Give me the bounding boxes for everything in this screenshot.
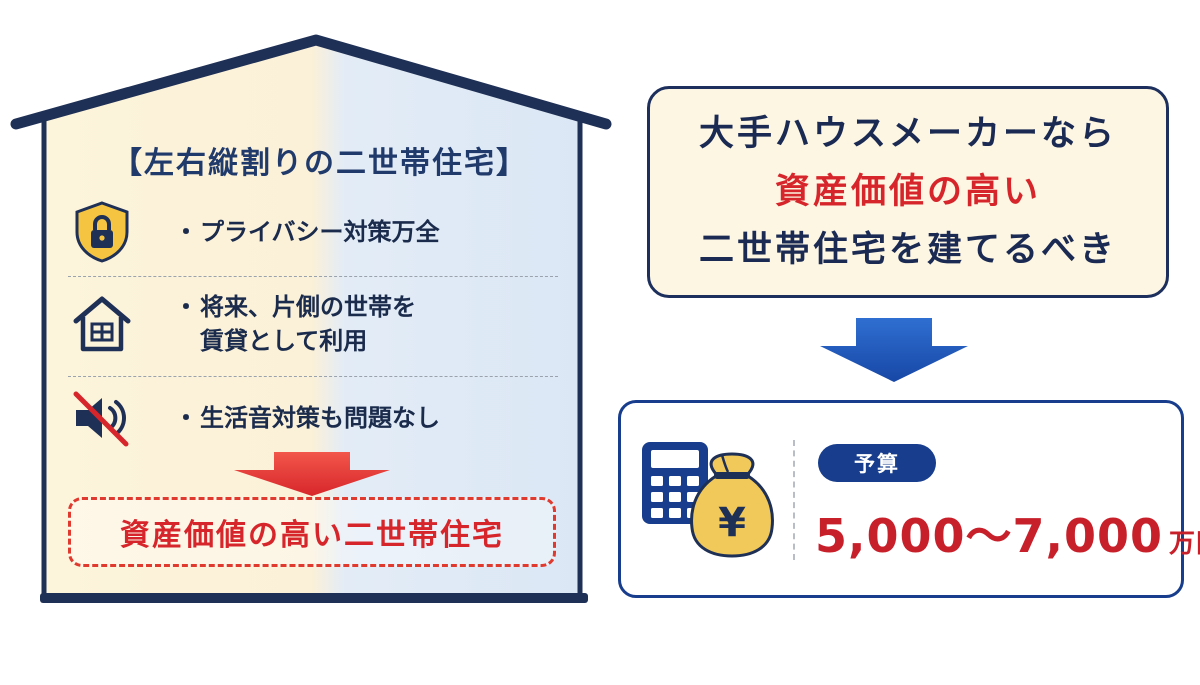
bullet: ・ bbox=[174, 293, 198, 321]
house-ground bbox=[40, 593, 588, 603]
money-bag-icon: ¥ bbox=[686, 450, 778, 564]
divider bbox=[68, 376, 558, 377]
blue-down-arrow bbox=[820, 318, 968, 382]
budget-amount: 5,000〜7,000万円 bbox=[815, 500, 1200, 566]
feature-text: 生活音対策も問題なし bbox=[200, 404, 440, 432]
budget-divider bbox=[793, 440, 795, 560]
muted-speaker-icon bbox=[70, 386, 134, 450]
feature-text-line2: 賃貸として利用 bbox=[200, 327, 368, 355]
feature-privacy: ・ プライバシー対策万全 bbox=[70, 200, 560, 264]
budget-unit: 万円 bbox=[1169, 529, 1200, 559]
message-box: 大手ハウスメーカーなら 資産価値の高い 二世帯住宅を建てるべき bbox=[647, 86, 1169, 298]
house-wall bbox=[44, 42, 580, 598]
budget-value: 5,000〜7,000 bbox=[815, 509, 1164, 563]
message-line-3: 二世帯住宅を建てるべき bbox=[698, 230, 1117, 270]
red-down-arrow bbox=[234, 452, 390, 496]
bullet: ・ bbox=[174, 404, 198, 432]
budget-badge: 予算 bbox=[818, 444, 936, 482]
result-box: 資産価値の高い二世帯住宅 bbox=[68, 497, 556, 567]
divider bbox=[68, 276, 558, 277]
house-title: 【左右縦割りの二世帯住宅】 bbox=[112, 146, 528, 181]
feature-noise: ・ 生活音対策も問題なし bbox=[70, 386, 560, 450]
feature-text-line1: 将来、片側の世帯を bbox=[200, 293, 416, 321]
feature-text: プライバシー対策万全 bbox=[200, 218, 440, 246]
message-line-1: 大手ハウスメーカーなら bbox=[698, 114, 1117, 154]
calculator-icon bbox=[640, 440, 712, 532]
message-line-2: 資産価値の高い bbox=[774, 172, 1041, 212]
budget-box bbox=[618, 400, 1184, 598]
yen-symbol: ¥ bbox=[718, 500, 746, 546]
bullet: ・ bbox=[174, 218, 198, 246]
house-icon bbox=[70, 292, 134, 356]
house-roof bbox=[10, 34, 612, 130]
feature-rental: ・ 将来、片側の世帯を 賃貸として利用 bbox=[70, 290, 560, 358]
shield-lock-icon bbox=[70, 200, 134, 264]
